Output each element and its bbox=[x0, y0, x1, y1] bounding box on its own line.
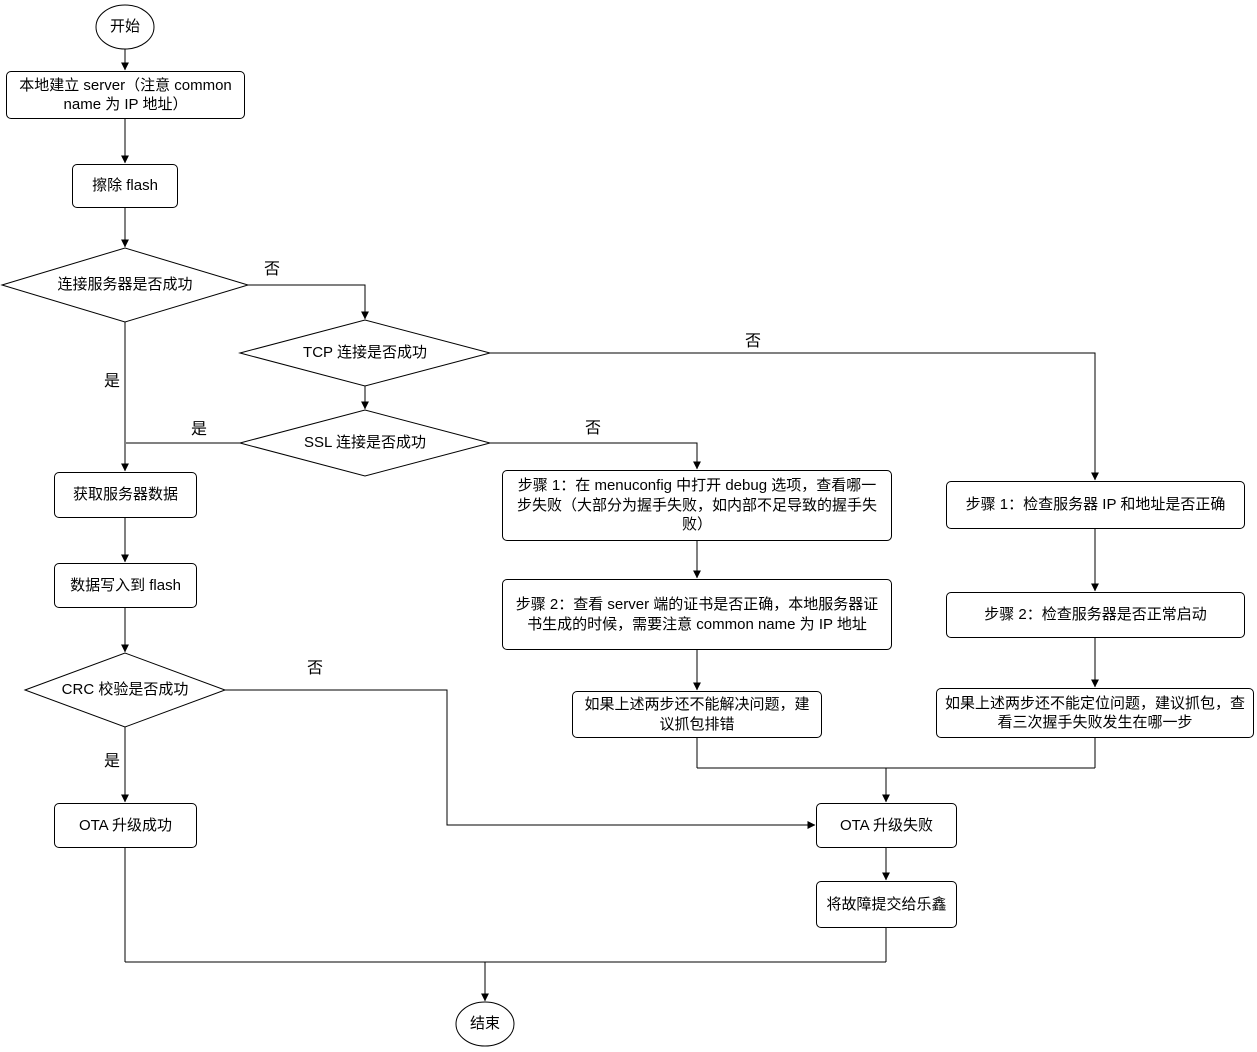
crc-check-diamond bbox=[23, 652, 227, 728]
ssl-step1-node: 步骤 1：在 menuconfig 中打开 debug 选项，查看哪一步失败（大… bbox=[502, 470, 892, 541]
edge-ssl-no-to-ssl-step1 bbox=[490, 442, 701, 470]
tcp-step1-node: 步骤 1：检查服务器 IP 和地址是否正确 bbox=[946, 481, 1245, 529]
edge-label-tcp-no: 否 bbox=[742, 333, 764, 350]
end-ellipse bbox=[455, 1001, 515, 1047]
ssl-step3-node: 如果上述两步还不能解决问题，建议抓包排错 bbox=[572, 691, 822, 738]
edge-label-connect-yes: 是 bbox=[101, 373, 123, 390]
edge-label-crc-no: 否 bbox=[304, 660, 326, 677]
write-flash-node: 数据写入到 flash bbox=[54, 563, 197, 608]
build-server-node: 本地建立 server（注意 common name 为 IP 地址） bbox=[6, 71, 245, 119]
edge-tcp-no-to-tcp-step1 bbox=[490, 352, 1099, 481]
edge-label-connect-no: 否 bbox=[261, 261, 283, 278]
tcp-step2-node: 步骤 2：检查服务器是否正常启动 bbox=[946, 592, 1245, 638]
tcp-check-diamond bbox=[238, 319, 492, 387]
edge-label-ssl-no: 否 bbox=[582, 420, 604, 437]
ota-success-node: OTA 升级成功 bbox=[54, 803, 197, 848]
ota-fail-node: OTA 升级失败 bbox=[816, 803, 957, 848]
edge-label-crc-yes: 是 bbox=[101, 753, 123, 770]
edge-label-ssl-yes: 是 bbox=[188, 421, 210, 438]
get-data-node: 获取服务器数据 bbox=[54, 472, 197, 518]
ssl-check-diamond bbox=[238, 409, 492, 477]
tcp-step3-node: 如果上述两步还不能定位问题，建议抓包，查看三次握手失败发生在哪一步 bbox=[936, 688, 1254, 738]
erase-flash-node: 擦除 flash bbox=[72, 164, 178, 208]
edge-crc-no-to-ota-fail bbox=[225, 689, 816, 829]
edge-connect-no-to-tcp-check bbox=[248, 284, 369, 320]
submit-to-espressif-node: 将故障提交给乐鑫 bbox=[816, 881, 957, 928]
ssl-step2-node: 步骤 2：查看 server 端的证书是否正确，本地服务器证书生成的时候，需要注… bbox=[502, 579, 892, 650]
connect-check-diamond bbox=[0, 247, 250, 323]
start-ellipse bbox=[95, 4, 155, 50]
